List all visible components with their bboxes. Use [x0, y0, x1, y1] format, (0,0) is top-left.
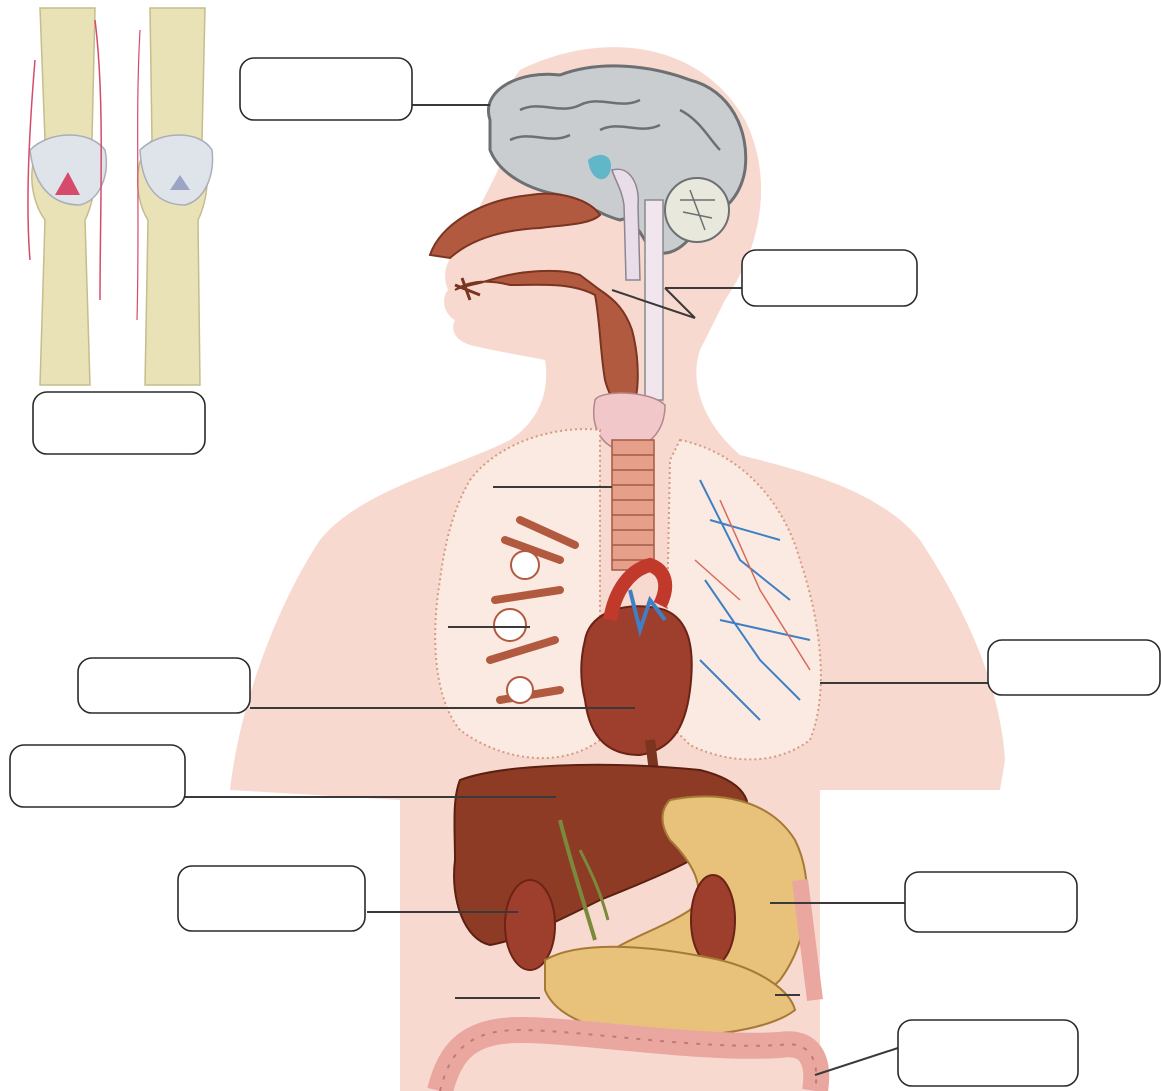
spinal-cord-label-box[interactable] [742, 250, 917, 306]
kidney-label-box[interactable] [178, 866, 365, 931]
liver-label-box[interactable] [10, 745, 185, 807]
knee-joint-label-box[interactable] [33, 392, 205, 454]
knee-joints [28, 8, 213, 385]
kidney [505, 880, 555, 970]
stomach-label-box[interactable] [905, 872, 1077, 932]
trachea [612, 440, 654, 570]
spinal-cord [645, 200, 663, 400]
heart-label-box[interactable] [78, 658, 250, 713]
intestine-label-box[interactable] [898, 1020, 1078, 1086]
brain-label-box[interactable] [240, 58, 412, 120]
lung-label-box[interactable] [988, 640, 1160, 695]
